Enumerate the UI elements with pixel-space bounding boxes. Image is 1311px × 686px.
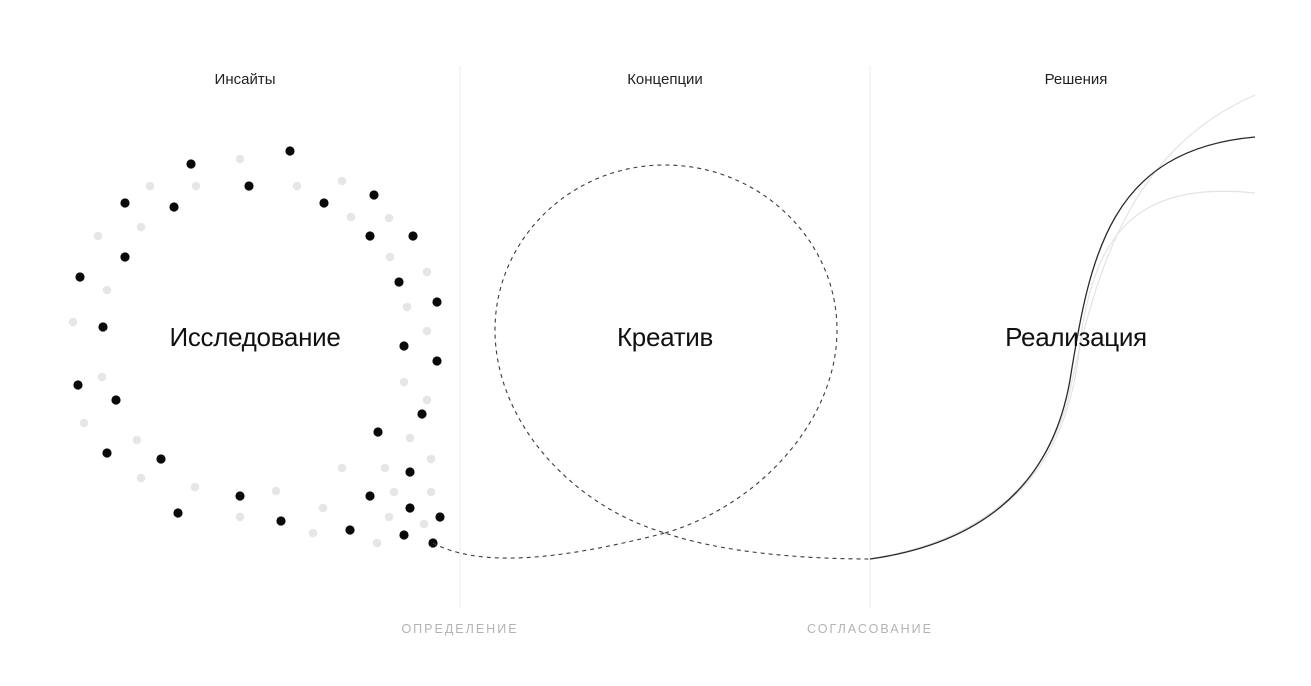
light-dot xyxy=(337,463,347,473)
light-dot xyxy=(145,181,155,191)
dark-dot xyxy=(408,231,418,241)
dark-dot xyxy=(186,159,196,169)
light-dot xyxy=(372,538,382,548)
light-dot xyxy=(102,285,112,295)
light-dot xyxy=(318,503,328,513)
dark-dot xyxy=(120,252,130,262)
dark-dot xyxy=(345,525,355,535)
dark-dot xyxy=(369,190,379,200)
light-dot xyxy=(422,267,432,277)
dark-dot xyxy=(73,380,83,390)
light-dot xyxy=(426,454,436,464)
light-dot xyxy=(422,326,432,336)
light-dot xyxy=(426,487,436,497)
dark-dot xyxy=(285,146,295,156)
light-dot xyxy=(384,213,394,223)
dark-dot xyxy=(405,467,415,477)
light-dot xyxy=(422,395,432,405)
dark-dot xyxy=(417,409,427,419)
dark-dot xyxy=(399,530,409,540)
dark-dot xyxy=(365,231,375,241)
light-dot xyxy=(79,418,89,428)
column-label-concepts: Концепции xyxy=(627,71,703,88)
light-dot xyxy=(136,473,146,483)
dark-dot xyxy=(276,516,286,526)
implementation-curve-upper-light xyxy=(869,94,1256,560)
light-dot xyxy=(235,512,245,522)
dark-dot xyxy=(156,454,166,464)
column-label-solutions: Решения xyxy=(1045,71,1108,88)
dark-dot xyxy=(98,322,108,332)
creative-loop xyxy=(494,164,871,560)
research-dots xyxy=(68,146,445,548)
dark-dot xyxy=(169,202,179,212)
dark-dot xyxy=(373,427,383,437)
dark-dot xyxy=(432,297,442,307)
stage-title-implementation: Реализация xyxy=(1005,322,1147,352)
light-dot xyxy=(402,302,412,312)
transition-label-agreement: СОГЛАСОВАНИЕ xyxy=(807,622,933,636)
light-dot xyxy=(308,528,318,538)
light-dot xyxy=(235,154,245,164)
light-dot xyxy=(380,463,390,473)
light-dot xyxy=(97,372,107,382)
dark-dot xyxy=(365,491,375,501)
dark-dot xyxy=(435,512,445,522)
light-dot xyxy=(389,487,399,497)
light-dot xyxy=(136,222,146,232)
column-label-insights: Инсайты xyxy=(215,71,276,88)
light-dot xyxy=(399,377,409,387)
light-dot xyxy=(132,435,142,445)
stage-title-creative: Креатив xyxy=(617,322,713,352)
light-dot xyxy=(271,486,281,496)
dashed-connector-research-to-creative xyxy=(432,532,666,559)
transition-label-definition: ОПРЕДЕЛЕНИЕ xyxy=(401,622,518,636)
light-dot xyxy=(292,181,302,191)
light-dot xyxy=(68,317,78,327)
dark-dot xyxy=(102,448,112,458)
implementation-curve-lower-light xyxy=(869,190,1256,560)
dark-dot xyxy=(319,198,329,208)
dark-dot xyxy=(394,277,404,287)
dark-dot xyxy=(235,491,245,501)
light-dot xyxy=(405,433,415,443)
dark-dot xyxy=(75,272,85,282)
stage-title-research: Исследование xyxy=(169,322,340,352)
light-dot xyxy=(419,519,429,529)
light-dot xyxy=(191,181,201,191)
dark-dot xyxy=(432,356,442,366)
light-dot xyxy=(190,482,200,492)
implementation-curve-main xyxy=(869,136,1256,560)
dark-dot xyxy=(120,198,130,208)
dark-dot xyxy=(173,508,183,518)
dark-dot xyxy=(399,341,409,351)
light-dot xyxy=(93,231,103,241)
light-dot xyxy=(384,512,394,522)
dark-dot xyxy=(405,503,415,513)
light-dot xyxy=(346,212,356,222)
dark-dot xyxy=(244,181,254,191)
light-dot xyxy=(337,176,347,186)
dark-dot xyxy=(111,395,121,405)
light-dot xyxy=(385,252,395,262)
